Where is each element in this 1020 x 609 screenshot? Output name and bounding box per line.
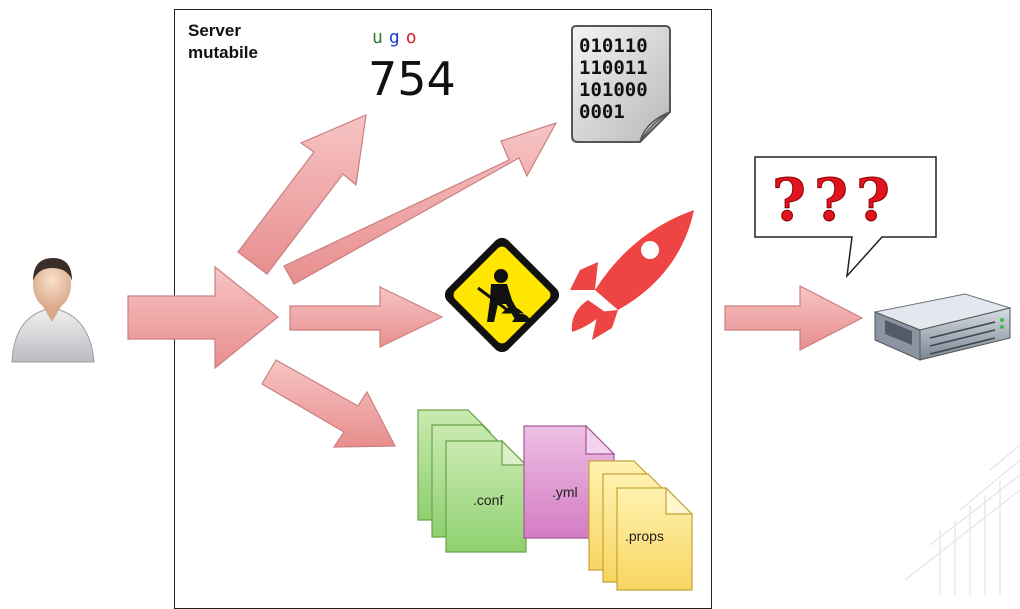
binary-line-1: 010110 xyxy=(579,35,648,57)
server-title: Server mutabile xyxy=(188,21,258,62)
perm-user-letter: u xyxy=(372,27,389,48)
conf-files-stack: .conf xyxy=(417,409,528,553)
yml-file-label: .yml xyxy=(552,484,578,500)
arrow-to-wip xyxy=(289,286,444,348)
perm-other-letter: o xyxy=(405,27,423,48)
input-arrow xyxy=(127,265,279,370)
binary-line-4: 0001 xyxy=(579,101,625,123)
conf-file-label: .conf xyxy=(473,492,503,508)
output-arrow xyxy=(724,285,864,351)
arrow-to-permissions xyxy=(237,114,367,275)
background-pattern xyxy=(904,444,1020,595)
binary-line-2: 110011 xyxy=(579,57,648,79)
server-rack-icon xyxy=(873,293,1012,361)
user-icon xyxy=(11,258,95,363)
arrow-to-binary xyxy=(283,121,558,285)
props-file-label: .props xyxy=(625,528,664,544)
props-files-stack: .props xyxy=(588,460,694,591)
rocket-icon xyxy=(570,210,694,340)
binary-file-icon: 010110 110011 101000 0001 xyxy=(571,25,671,143)
diagram-canvas: 010110 110011 101000 0001 .conf .yml xyxy=(11,25,1020,595)
arrow-to-config-files xyxy=(261,359,396,448)
permission-classes: ugo xyxy=(372,27,423,48)
speech-bubble: ??? xyxy=(754,156,937,279)
work-in-progress-icon xyxy=(444,237,560,353)
perm-group-letter: g xyxy=(388,27,406,48)
question-marks: ??? xyxy=(772,166,898,234)
binary-line-3: 101000 xyxy=(579,79,648,101)
permission-octal: 754 xyxy=(368,52,456,106)
